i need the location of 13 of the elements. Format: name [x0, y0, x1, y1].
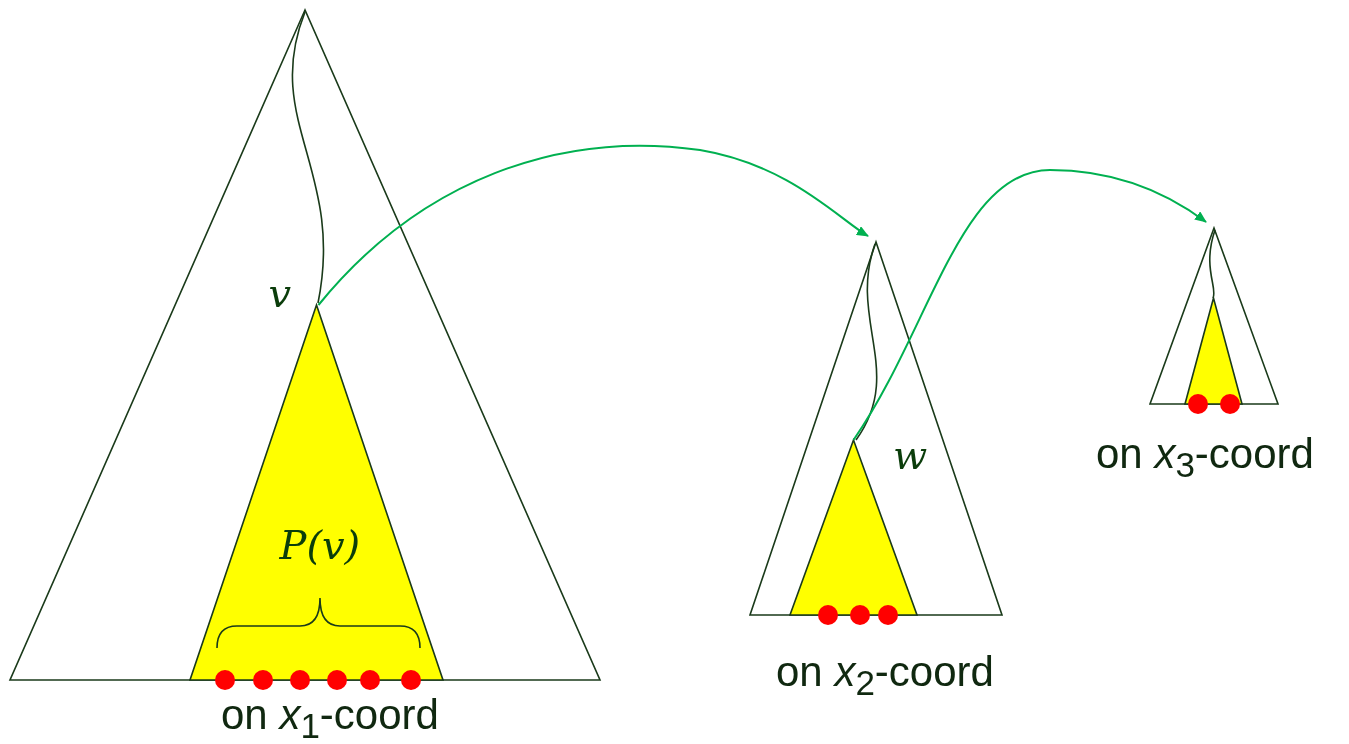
subtree-triangle	[190, 305, 443, 680]
subtree-label: P(v)	[279, 525, 361, 565]
arrow	[317, 144, 869, 306]
node-label: w	[893, 435, 928, 475]
subtree-triangle	[1185, 298, 1242, 404]
tree-triangle	[10, 10, 600, 680]
tree-caption: on x$_{2}$-coord	[776, 650, 994, 700]
node-label: v	[268, 273, 292, 313]
arrow	[852, 169, 1207, 441]
tree-caption: on x$_{1}$-coord	[221, 693, 439, 743]
tree-triangle	[750, 242, 1002, 615]
tree-triangle	[1150, 228, 1278, 404]
tree-caption: on x$_{3}$-coord	[1096, 432, 1314, 482]
